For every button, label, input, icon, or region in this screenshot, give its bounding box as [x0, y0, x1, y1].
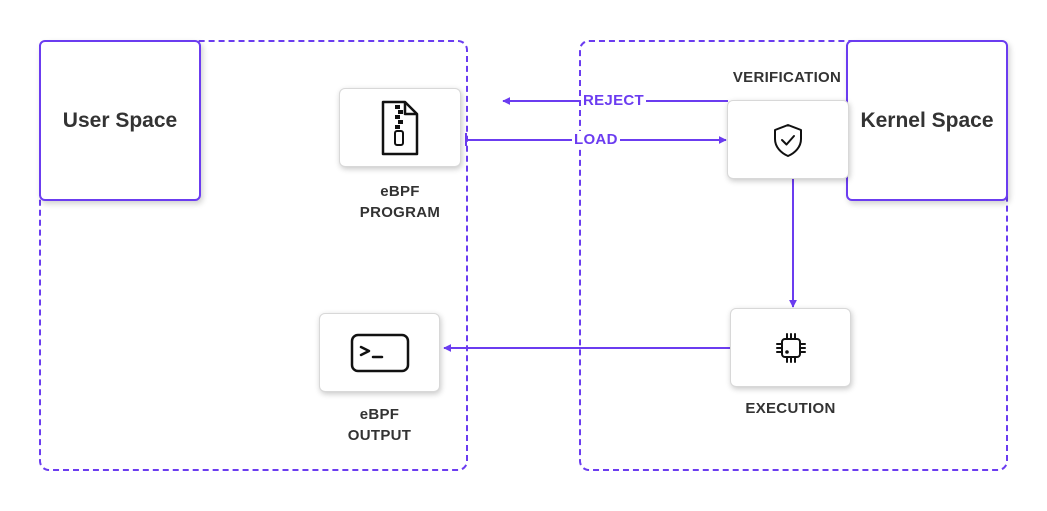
- user-space-region: [39, 40, 468, 471]
- user-space-title: User Space: [39, 40, 201, 201]
- load-label: LOAD: [572, 131, 620, 149]
- verification-node[interactable]: [727, 100, 849, 179]
- kernel-space-region: [579, 40, 1008, 471]
- execution-caption: EXECUTION: [745, 400, 836, 417]
- reject-label: REJECT: [581, 92, 646, 110]
- kernel-space-title: Kernel Space: [846, 40, 1008, 201]
- ebpf-output-node[interactable]: [319, 313, 440, 392]
- ebpf-program-caption: eBPF PROGRAM: [359, 183, 441, 221]
- cpu-chip-icon: [775, 332, 806, 363]
- execution-node[interactable]: [730, 308, 851, 387]
- ebpf-program-node[interactable]: [339, 88, 461, 167]
- verification-caption: VERIFICATION: [732, 69, 842, 86]
- ebpf-output-caption: eBPF OUTPUT: [347, 406, 412, 444]
- zip-file-icon: [381, 100, 419, 155]
- shield-check-icon: [774, 123, 802, 157]
- terminal-icon: [350, 333, 409, 372]
